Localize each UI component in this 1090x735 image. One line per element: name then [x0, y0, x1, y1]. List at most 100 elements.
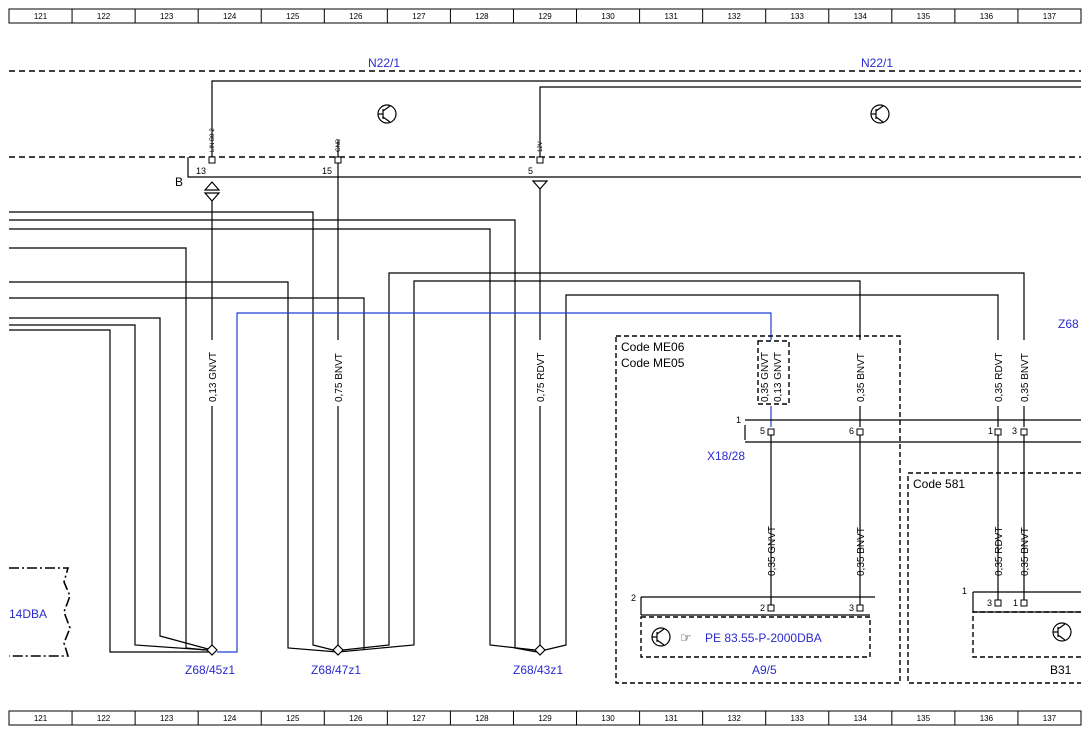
pin-marker: [994, 599, 1002, 607]
wire-label: 0,35 BNVT: [856, 527, 867, 576]
transistor-icon: [377, 104, 397, 124]
ruler-column-label: 132: [727, 12, 741, 21]
ruler-column-label: 129: [538, 12, 552, 21]
left-connector-box: [9, 567, 71, 657]
wire-feed: [9, 281, 339, 653]
code-me-box: [615, 335, 901, 684]
ruler-column-label: 122: [97, 714, 111, 723]
ruler-column-label: 133: [791, 714, 805, 723]
connector-x18-28: [744, 419, 1081, 443]
control-unit-label-left[interactable]: N22/1: [368, 56, 400, 70]
component-a9-label[interactable]: A9/5: [752, 663, 777, 677]
splice-label-43z1[interactable]: Z68/43z1: [513, 663, 563, 677]
ruler-column-label: 127: [412, 12, 426, 21]
pin-label: 3: [1012, 426, 1017, 436]
connector-b-line: [187, 157, 1081, 178]
pointing-hand-icon: ☞: [680, 631, 692, 646]
bidirectional-arrow-icon: [203, 181, 221, 202]
signal-12v-label: 12V: [538, 141, 544, 152]
alternate-wire-box: [757, 340, 790, 405]
connector-x18-label[interactable]: X18/28: [707, 449, 745, 463]
code-me05-label: Code ME05: [621, 356, 685, 370]
ruler-column-label: 124: [223, 714, 237, 723]
pin-marker: [1020, 428, 1028, 436]
wire-label: 0,35 RDVT: [994, 527, 1005, 576]
wire-feed: [9, 324, 208, 651]
wire-label: 0,75 BNVT: [334, 353, 345, 402]
pin-5-label: 5: [528, 166, 533, 176]
pin-15-label: 15: [322, 166, 332, 176]
pin-marker: [767, 604, 775, 612]
component-number: 2: [631, 593, 636, 603]
ruler-column-label: 122: [97, 12, 111, 21]
ruler-column-label: 128: [475, 12, 489, 21]
ruler-column-label: 136: [980, 714, 994, 723]
ruler-column-label: 121: [34, 714, 48, 723]
ruler-column-label: 123: [160, 714, 174, 723]
wire-label: 0,35 BNVT: [1020, 353, 1031, 402]
splice-node: [534, 644, 546, 656]
ruler-column-label: 126: [349, 714, 363, 723]
wire-label-bg: [205, 340, 1031, 578]
arrow-down-icon: [531, 180, 549, 190]
component-b31-label: B31: [1050, 663, 1072, 677]
svg-text:☞: ☞: [680, 631, 692, 646]
transistor-icon: [651, 627, 671, 647]
right-edge-label[interactable]: Z68: [1058, 317, 1079, 331]
signal-lin-label: LIN B8-2: [210, 128, 216, 152]
connector-b-label: B: [175, 175, 183, 189]
wire-feed: [544, 294, 999, 651]
ruler-column-label: 135: [917, 714, 931, 723]
splice-label-45z1[interactable]: Z68/45z1: [185, 663, 235, 677]
pin-marker: [994, 428, 1002, 436]
ruler-column-label: 130: [601, 12, 615, 21]
transistor-icon: [1052, 622, 1072, 642]
component-b31: [972, 591, 1081, 658]
ruler-column-label: 132: [727, 714, 741, 723]
wire-feed: [9, 211, 334, 651]
wire-feed: [342, 272, 1025, 651]
ruler-column-label: 128: [475, 714, 489, 723]
ruler-column-label: 126: [349, 12, 363, 21]
ruler-column-label: 121: [34, 12, 48, 21]
ruler-column-label: 137: [1043, 714, 1057, 723]
pin-label: 6: [849, 426, 854, 436]
internal-lin-line: [211, 80, 1081, 157]
ruler-column-label: 137: [1043, 12, 1057, 21]
wire-feed: [9, 219, 538, 653]
wire-label: 0,35 BNVT: [856, 353, 867, 402]
splice-label-47z1[interactable]: Z68/47z1: [311, 663, 361, 677]
pin-marker: [767, 428, 775, 436]
ruler-column-label: 133: [791, 12, 805, 21]
wire-feed: [337, 280, 861, 653]
wire-feed: [9, 329, 212, 653]
component-number: 1: [962, 586, 967, 596]
wire-label: 0,35 GNVT: [760, 352, 771, 402]
pin-marker: [208, 156, 216, 164]
wire-blue-gnvt: [217, 312, 772, 653]
left-connector-label[interactable]: 14DBA: [9, 607, 47, 621]
pin-label: 1: [1013, 598, 1018, 608]
wire-feed: [9, 317, 209, 650]
ruler-column-label: 134: [854, 714, 868, 723]
pin-label: 3: [987, 598, 992, 608]
splice-node: [206, 644, 218, 656]
control-unit-label-right[interactable]: N22/1: [861, 56, 893, 70]
ruler-column-label: 129: [538, 714, 552, 723]
reference-link[interactable]: PE 83.55-P-2000DBA: [705, 631, 822, 645]
pin-marker: [334, 156, 342, 164]
transistor-icon: [870, 104, 890, 124]
wire-feed: [9, 228, 536, 651]
ruler-column-label: 131: [664, 714, 678, 723]
component-a9-5: [640, 596, 875, 658]
ruler-column-label: 125: [286, 12, 300, 21]
wire-feed: [9, 297, 365, 650]
ruler-column-label: 130: [601, 714, 615, 723]
internal-12v-line: [539, 86, 1081, 157]
connector-number: 1: [736, 415, 741, 425]
wire-feed: [9, 247, 207, 651]
ruler-column-label: 135: [917, 12, 931, 21]
wire-label: 0,13 GNVT: [773, 352, 784, 402]
